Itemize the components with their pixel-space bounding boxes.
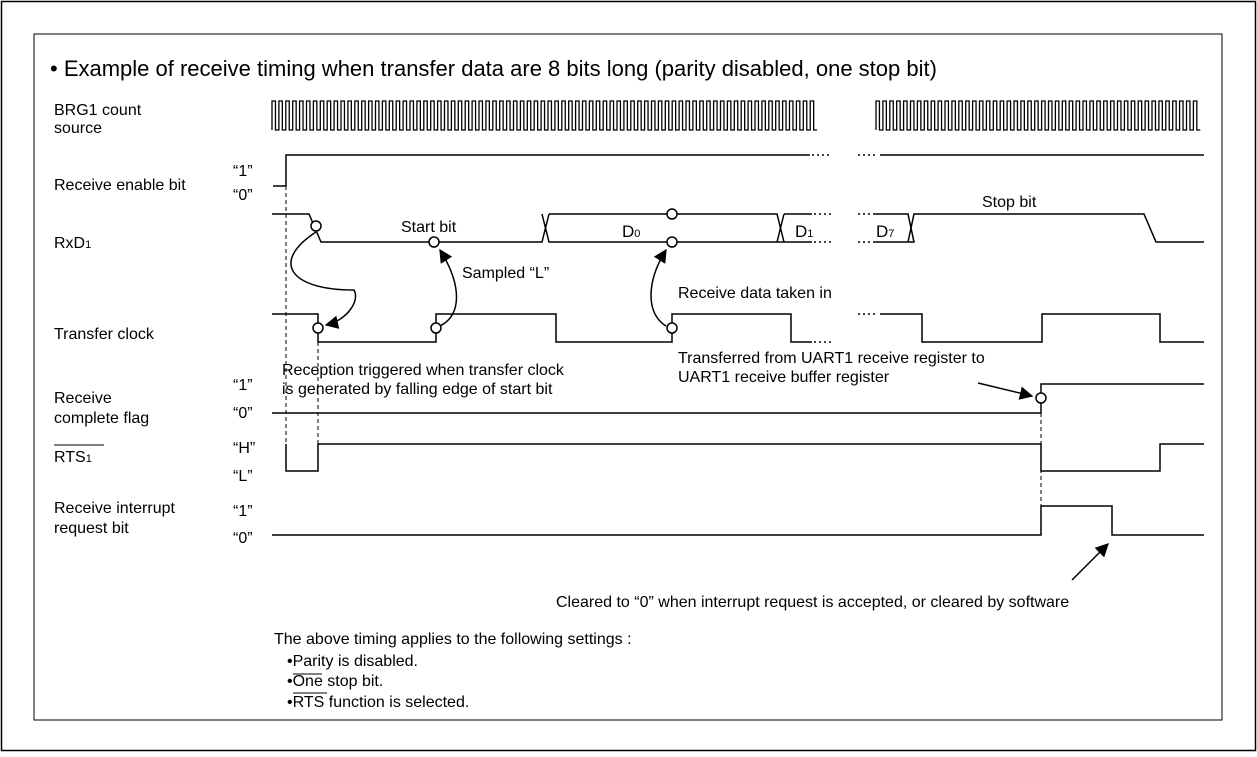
sampled-curve-arrow — [439, 248, 458, 327]
rxd-sample-point-L — [428, 236, 440, 248]
complete-set-point — [1035, 392, 1047, 404]
d1-label: D1 — [795, 222, 813, 241]
note-stop-bit: •One stop bit. — [287, 673, 383, 690]
start-bit-label: Start bit — [401, 219, 457, 236]
interrupt-level-1: “1” — [233, 503, 253, 520]
trigger-curve-arrow — [290, 231, 357, 329]
clock-waveform-2 — [880, 313, 1204, 343]
note-rts: •RTS function is selected. — [287, 694, 469, 711]
rts-level-h: “H” — [233, 440, 255, 457]
brg-pulse-train-2 — [875, 100, 1201, 131]
rts-waveform — [285, 443, 1204, 472]
note-rts-word: RTS — [293, 694, 325, 711]
rts-level-l: “L” — [233, 468, 253, 485]
interrupt-label-1: Receive interrupt — [54, 500, 176, 517]
interrupt-waveform — [272, 505, 1204, 536]
inner-border — [33, 33, 1223, 721]
transferred-label-1: Transferred from UART1 receive register … — [678, 350, 985, 367]
triggered-label-2: is generated by falling edge of start bi… — [282, 381, 553, 398]
complete-level-0: “0” — [233, 405, 253, 422]
notes-intro: The above timing applies to the followin… — [274, 631, 632, 648]
clock-label: Transfer clock — [54, 326, 155, 343]
rxd-sample-point-d0-lo — [666, 236, 678, 248]
enable-level-1: “1” — [233, 163, 253, 180]
rxd-sample-point-d0-hi — [666, 208, 678, 220]
rxd-d0-lower — [541, 213, 785, 243]
rxd-stop-bit-waveform — [907, 213, 1204, 243]
taken-in-label: Receive data taken in — [678, 285, 832, 302]
interrupt-label-2: request bit — [54, 520, 129, 537]
note-parity: •Parity is disabled. — [287, 653, 418, 670]
transfer-arrow — [977, 382, 1034, 400]
rxd-start-bit-waveform — [272, 213, 550, 243]
clock-edge-point-2 — [430, 322, 442, 334]
rxd-label: RxD1 — [54, 235, 91, 252]
brg-label-2: source — [54, 120, 102, 137]
enable-label: Receive enable bit — [54, 177, 186, 194]
rxd-d0-upper — [549, 213, 785, 243]
transferred-label-2: UART1 receive buffer register — [678, 369, 890, 386]
enable-level-0: “0” — [233, 187, 253, 204]
stop-bit-label: Stop bit — [982, 194, 1037, 211]
clock-waveform — [272, 313, 812, 343]
complete-level-1: “1” — [233, 377, 253, 394]
sampled-label: Sampled “L” — [462, 265, 549, 282]
clock-edge-point-3 — [666, 322, 678, 334]
rxd-sample-point-start — [310, 220, 322, 232]
rts-label: RTS1 — [54, 449, 92, 466]
complete-label-1: Receive — [54, 390, 112, 407]
cleared-label: Cleared to “0” when interrupt request is… — [556, 594, 1069, 611]
cleared-arrow — [1071, 543, 1109, 581]
taken-in-curve-arrow — [650, 248, 667, 327]
complete-label-2: complete flag — [54, 410, 149, 427]
brg-pulses-segment-2 — [875, 100, 1201, 131]
brg-pulse-train-1 — [271, 100, 818, 131]
triggered-label-1: Reception triggered when transfer clock — [282, 362, 565, 379]
brg-pulses-segment-1 — [271, 100, 818, 131]
enable-waveform — [273, 154, 810, 187]
diagram-title: • Example of receive timing when transfe… — [50, 56, 937, 81]
clock-edge-point-1 — [312, 322, 324, 334]
interrupt-level-0: “0” — [233, 530, 253, 547]
d7-label: D7 — [876, 222, 894, 241]
d0-label: D0 — [622, 222, 640, 241]
brg-label-1: BRG1 count — [54, 102, 142, 119]
